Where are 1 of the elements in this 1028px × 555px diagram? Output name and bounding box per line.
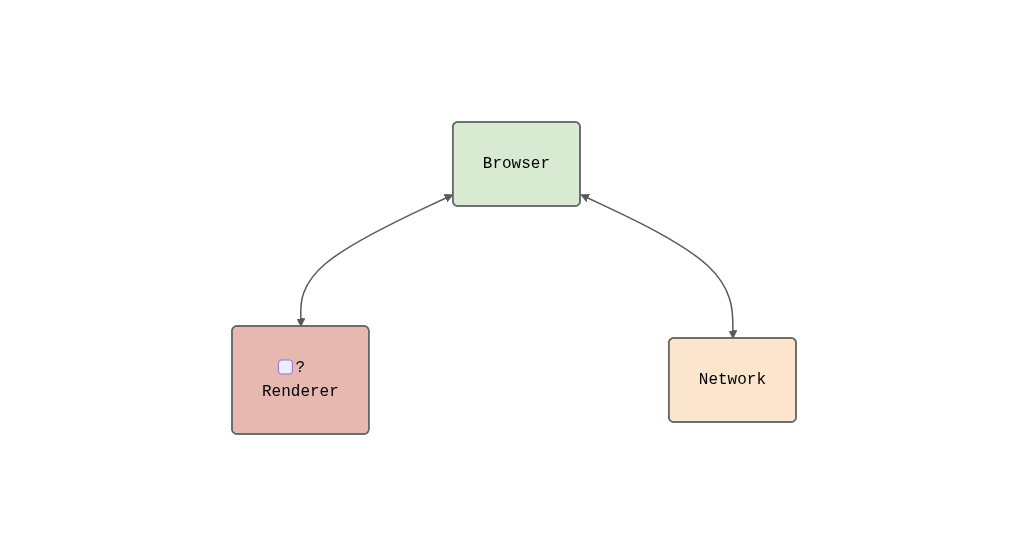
- arrow: [580, 193, 738, 339]
